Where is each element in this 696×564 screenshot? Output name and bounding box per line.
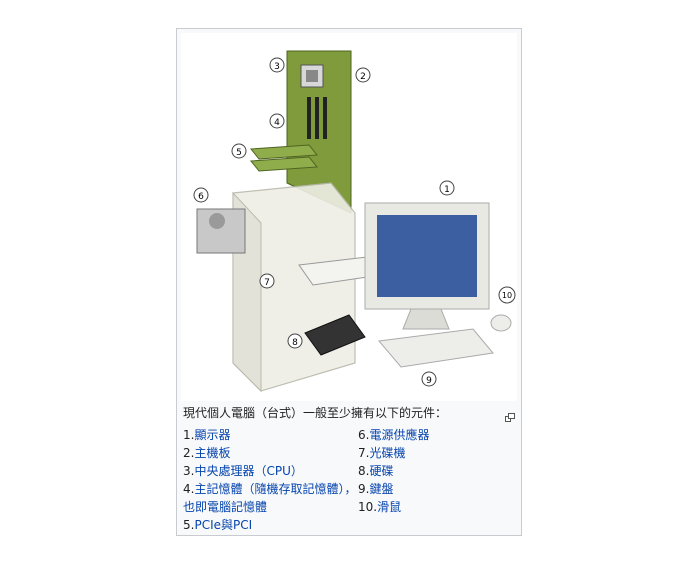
monitor-screen (377, 215, 477, 297)
svg-text:10: 10 (502, 291, 512, 300)
keyboard (378, 328, 494, 368)
callout-2: 2 (355, 67, 371, 83)
svg-text:1: 1 (444, 185, 450, 195)
ram-slot-3 (323, 97, 327, 139)
list-item-3[interactable]: 3.中央處理器（CPU） (183, 464, 303, 478)
mouse (490, 314, 512, 332)
enlarge-icon[interactable] (505, 407, 515, 422)
image-thumbnail: 1 2 3 4 5 6 7 8 9 10 現代個人電腦（台式）一般至少擁有以下的… (176, 28, 522, 536)
callout-8: 8 (287, 333, 303, 349)
component-list: 1.顯示器 2.主機板 3.中央處理器（CPU） 4.主記憶體（隨機存取記憶體）… (183, 426, 517, 534)
ram-slot-2 (315, 97, 319, 139)
list-item-7[interactable]: 7.光碟機 (358, 446, 406, 460)
svg-text:4: 4 (274, 118, 280, 128)
list-item-10[interactable]: 10.滑鼠 (358, 500, 402, 514)
callout-4: 4 (269, 113, 285, 129)
figure-caption: 現代個人電腦（台式）一般至少擁有以下的元件： 1.顯示器 2.主機板 3.中央處… (183, 402, 517, 534)
psu-fan (209, 213, 225, 229)
list-item-6[interactable]: 6.電源供應器 (358, 428, 430, 442)
svg-text:7: 7 (264, 278, 270, 288)
diagram-svg: 1 2 3 4 5 6 7 8 9 10 (193, 50, 516, 393)
hard-drive (304, 314, 366, 356)
monitor-stand (402, 308, 450, 330)
cpu-chip (306, 70, 318, 82)
callout-7: 7 (259, 273, 275, 289)
svg-text:6: 6 (198, 192, 204, 202)
svg-text:5: 5 (236, 148, 242, 158)
svg-text:3: 3 (274, 62, 280, 72)
callout-10: 10 (498, 286, 516, 304)
pci-card-1 (250, 144, 318, 160)
list-item-1[interactable]: 1.顯示器 (183, 428, 231, 442)
svg-text:8: 8 (292, 338, 298, 348)
computer-components-diagram[interactable]: 1 2 3 4 5 6 7 8 9 10 (181, 33, 517, 401)
callout-5: 5 (231, 143, 247, 159)
list-item-5[interactable]: 5.PCIe與PCI (183, 518, 253, 532)
list-item-8[interactable]: 8.硬碟 (358, 464, 394, 478)
callout-3: 3 (269, 57, 285, 73)
svg-text:2: 2 (360, 72, 366, 82)
caption-title: 現代個人電腦（台式）一般至少擁有以下的元件： (183, 406, 448, 420)
callout-6: 6 (193, 187, 209, 203)
ram-slot-1 (307, 97, 311, 139)
pci-card-2 (250, 156, 318, 172)
list-item-9[interactable]: 9.鍵盤 (358, 482, 394, 496)
callout-1: 1 (439, 180, 455, 196)
svg-text:9: 9 (426, 376, 432, 386)
list-item-4[interactable]: 4.主記憶體（隨機存取記憶體），也即電腦記憶體 (183, 482, 357, 514)
list-item-2[interactable]: 2.主機板 (183, 446, 231, 460)
callout-9: 9 (421, 371, 437, 387)
